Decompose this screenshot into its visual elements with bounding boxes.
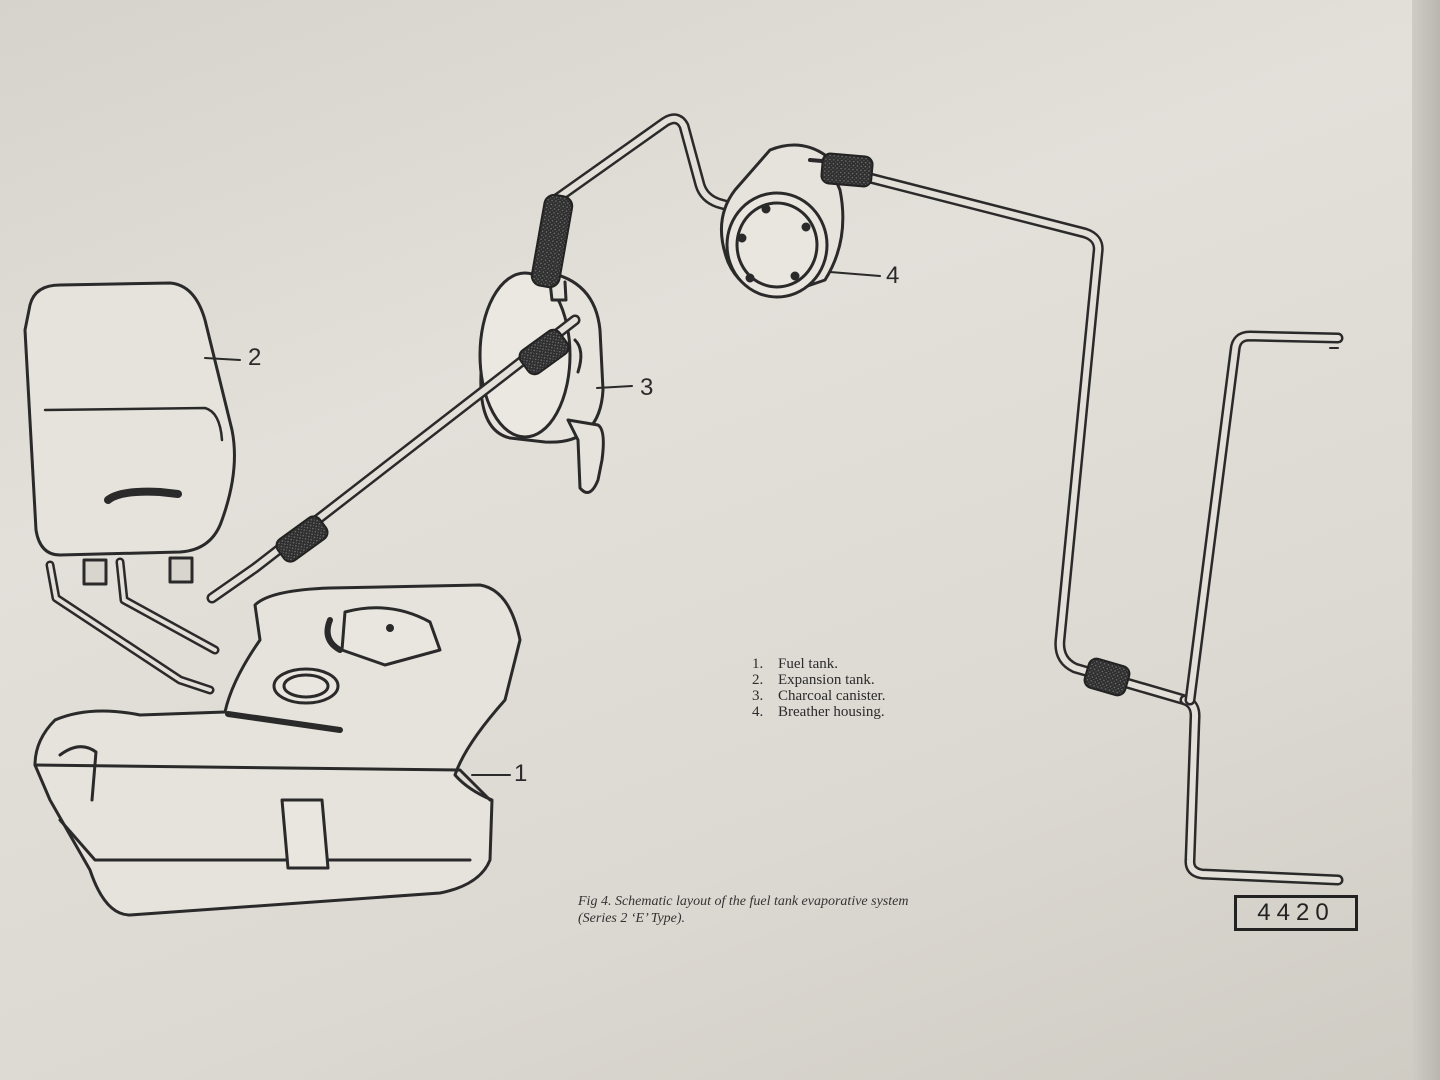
expansion-tank	[23, 281, 236, 695]
callout-3: 3	[640, 374, 654, 401]
leader-line-3	[596, 385, 633, 389]
leader-line-2	[204, 357, 241, 361]
legend-item: 4.Breather housing.	[752, 704, 885, 720]
page-edge	[1412, 0, 1440, 1080]
parts-legend: 1.Fuel tank. 2.Expansion tank. 3.Charcoa…	[752, 656, 885, 720]
hose-connector-housing	[820, 152, 874, 188]
hose-connector-canister-side	[518, 328, 570, 376]
figure-number-box: 4420	[1234, 895, 1358, 931]
legend-item: 1.Fuel tank.	[752, 656, 838, 672]
callout-2: 2	[248, 344, 262, 371]
legend-item: 2.Expansion tank.	[752, 672, 875, 688]
return-pipe-right	[1184, 330, 1344, 706]
vent-pipe-right	[864, 172, 1344, 886]
caption-line-2: (Series 2 ‘E’ Type).	[578, 911, 686, 926]
vent-pipe-upper	[549, 113, 766, 221]
leader-line-4	[829, 271, 881, 277]
figure-caption: Fig 4. Schematic layout of the fuel tank…	[578, 893, 1098, 927]
callout-1: 1	[514, 760, 528, 787]
callout-4: 4	[886, 262, 900, 289]
caption-line-1: Fig 4. Schematic layout of the fuel tank…	[578, 894, 909, 909]
hose-connector-expansion	[275, 515, 329, 563]
hose-connector-lower	[1083, 657, 1131, 697]
legend-item: 3.Charcoal canister.	[752, 688, 886, 704]
vent-pipe-diagonal	[206, 314, 581, 604]
hose-connector-canister-top	[530, 193, 574, 289]
fuel-tank	[33, 583, 522, 917]
